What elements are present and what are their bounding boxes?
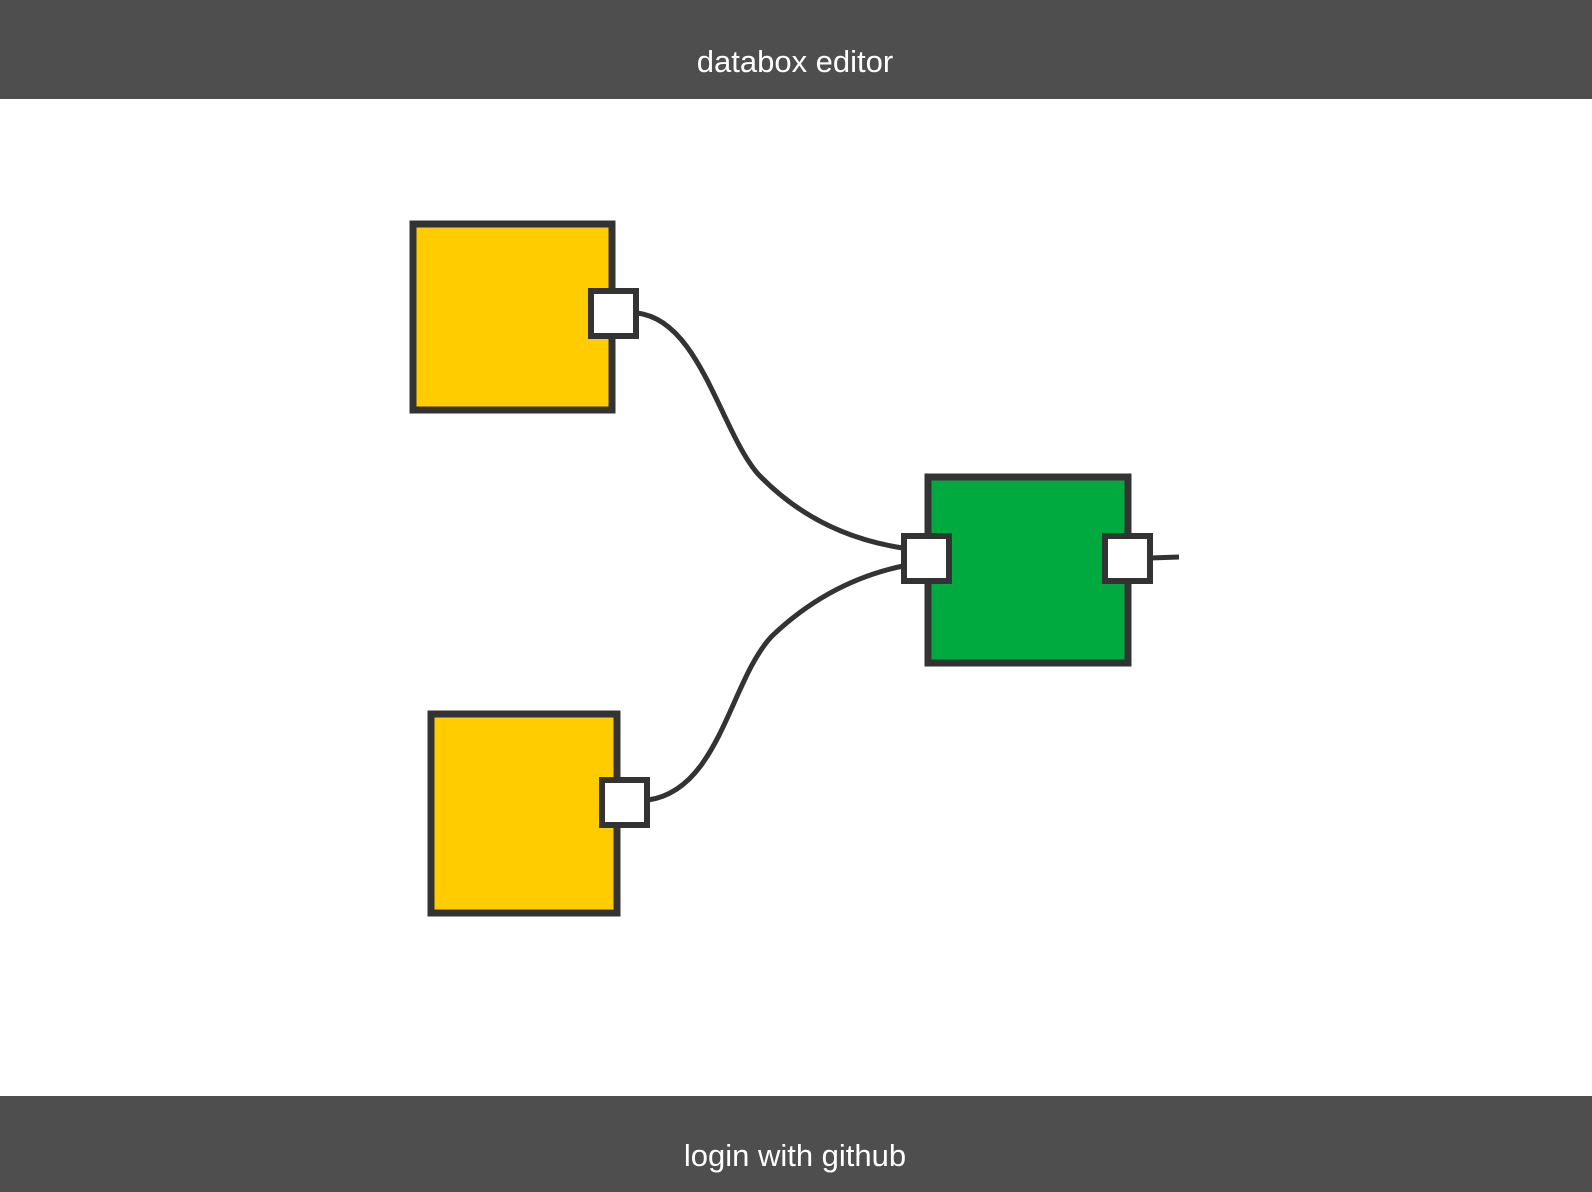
source-node-2-body[interactable] [427, 710, 621, 917]
source-node-2[interactable] [427, 710, 650, 917]
processor-node-output-port[interactable] [1102, 533, 1153, 584]
source-node-1-body[interactable] [409, 220, 616, 414]
source-node-1-output-port[interactable] [588, 288, 639, 339]
source-node-1[interactable] [409, 220, 639, 414]
wire-source-2-to-processor[interactable] [647, 563, 904, 803]
app-header: databox editor [0, 0, 1592, 99]
processor-node-input-port[interactable] [901, 533, 952, 584]
processor-node-body[interactable] [924, 473, 1132, 667]
wire-processor-output[interactable] [1149, 554, 1180, 561]
processor-node[interactable] [901, 473, 1153, 667]
login-label: login with github [683, 1138, 907, 1173]
graph-svg[interactable] [0, 99, 1592, 1096]
source-node-2-output-port[interactable] [599, 777, 650, 828]
login-with-github-button[interactable]: login with github [0, 1096, 1592, 1192]
app-title: databox editor [696, 43, 894, 79]
wire-source-1-to-processor[interactable] [636, 310, 904, 551]
editor-canvas[interactable] [0, 99, 1592, 1096]
